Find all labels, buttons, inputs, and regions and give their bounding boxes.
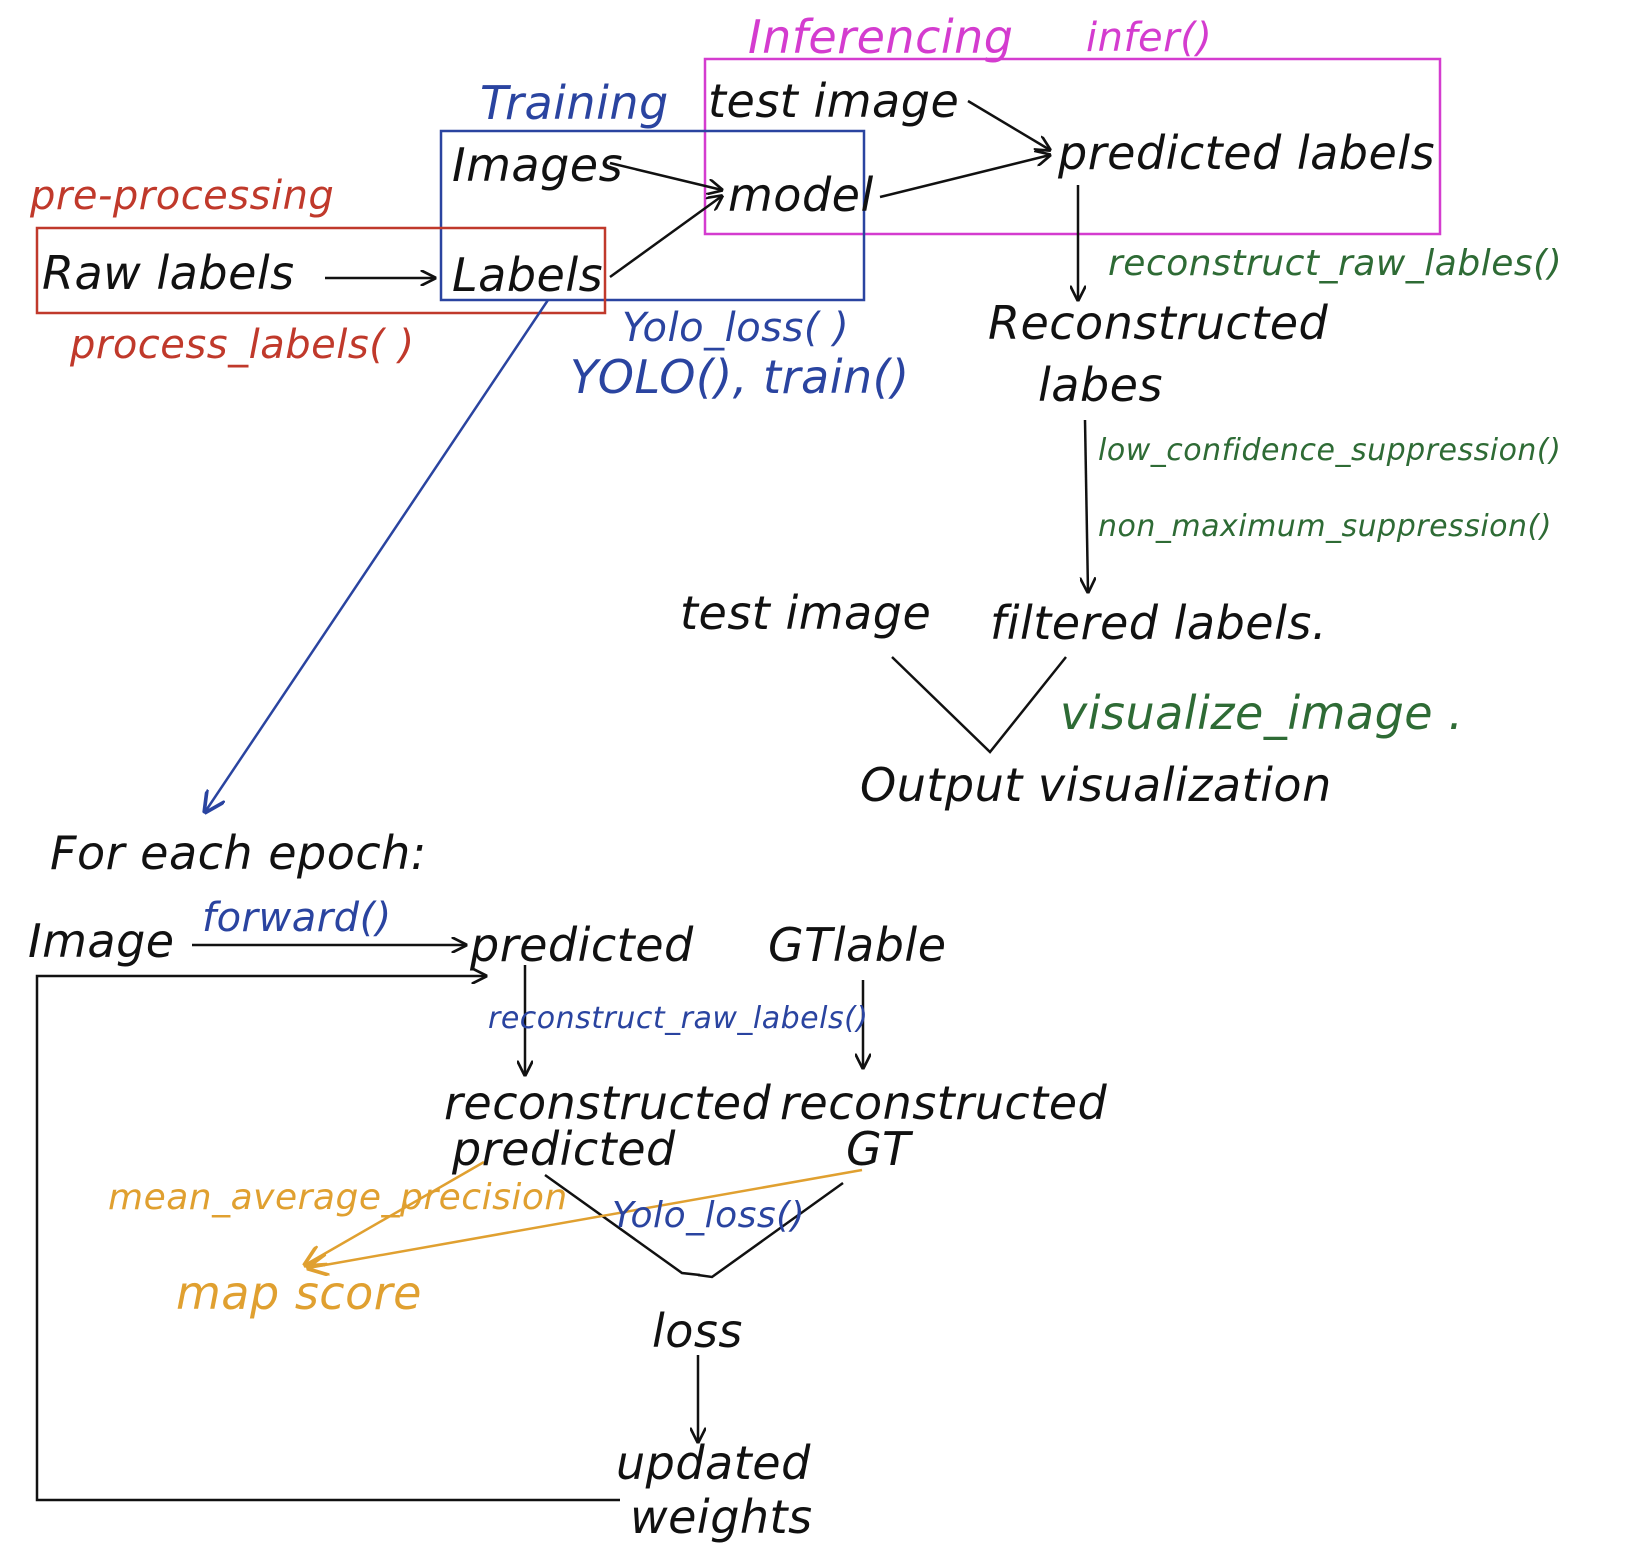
loss-merge-left (544, 1173, 701, 1277)
yolo-loss-function: Yolo_loss( ) (622, 305, 850, 351)
low-confidence-function: low_confidence_suppression() (1098, 433, 1562, 468)
node-test-image-2: test image (680, 586, 932, 640)
loop-updated: updated (616, 1436, 811, 1490)
map-score: map score (176, 1266, 422, 1320)
loop-back-line (35, 976, 620, 1502)
training-box (439, 129, 866, 302)
map-function: mean_average_precision (108, 1177, 568, 1218)
preprocessing-title: pre-processing (30, 173, 335, 219)
node-filtered-labels: filtered labels. (990, 596, 1327, 650)
yolo-train-function: YOLO(), train() (570, 350, 910, 404)
loop-reconstructed-gt-1: reconstructed (780, 1076, 1108, 1130)
arrow-labels-to-model (609, 196, 722, 279)
arrow-model-to-predicted (879, 155, 1050, 199)
node-images: Images (452, 138, 624, 192)
epoch-heading: For each epoch: (50, 826, 427, 880)
node-predicted-labels: predicted labels (1058, 126, 1436, 180)
loop-yolo-loss-function: Yolo_loss() (612, 1195, 806, 1236)
inferencing-title: Inferencing (748, 10, 1014, 64)
arrow-reconstructed-to-filtered (1085, 419, 1088, 592)
merge-lines-to-output (891, 656, 1067, 754)
loop-reconstruct-function: reconstruct_raw_labels() (488, 1001, 869, 1036)
nms-function: non_maximum_suppression() (1098, 509, 1552, 544)
forward-function: forward() (202, 895, 392, 941)
loop-weights: weights (630, 1490, 813, 1544)
loop-reconstructed-predicted-1: reconstructed (444, 1076, 772, 1130)
node-labes: labes (1038, 358, 1163, 412)
arrow-images-to-model (609, 161, 722, 190)
node-labels: Labels (452, 248, 604, 302)
inferencing-box (703, 57, 1442, 236)
arrow-map-from-predicted (305, 1160, 485, 1265)
loop-predicted: predicted (470, 918, 694, 972)
node-model: model (728, 168, 874, 222)
node-output-visualization: Output visualization (860, 758, 1332, 812)
loop-loss: loss (652, 1304, 743, 1358)
node-test-image: test image (708, 74, 960, 128)
arrow-labels-to-epoch (205, 299, 550, 812)
arrow-test-image-to-predicted (967, 99, 1050, 150)
loss-merge-right (697, 1181, 844, 1279)
preprocessing-box (35, 226, 607, 315)
node-reconstructed: Reconstructed (988, 296, 1329, 350)
training-title: Training (480, 76, 669, 130)
visualize-image-function: visualize_image . (1060, 686, 1464, 740)
process-labels-function: process_labels( ) (70, 322, 415, 368)
loop-gt-lable: GTlable (768, 918, 947, 972)
loop-image: Image (28, 914, 175, 968)
arrow-map-from-gt (308, 1168, 863, 1268)
reconstruct-raw-lables-function: reconstruct_raw_lables() (1108, 243, 1563, 284)
loop-reconstructed-predicted-2: predicted (452, 1122, 676, 1176)
loop-reconstructed-gt-2: GT (846, 1122, 911, 1176)
infer-function: infer() (1086, 15, 1213, 61)
node-raw-labels: Raw labels (42, 246, 295, 300)
